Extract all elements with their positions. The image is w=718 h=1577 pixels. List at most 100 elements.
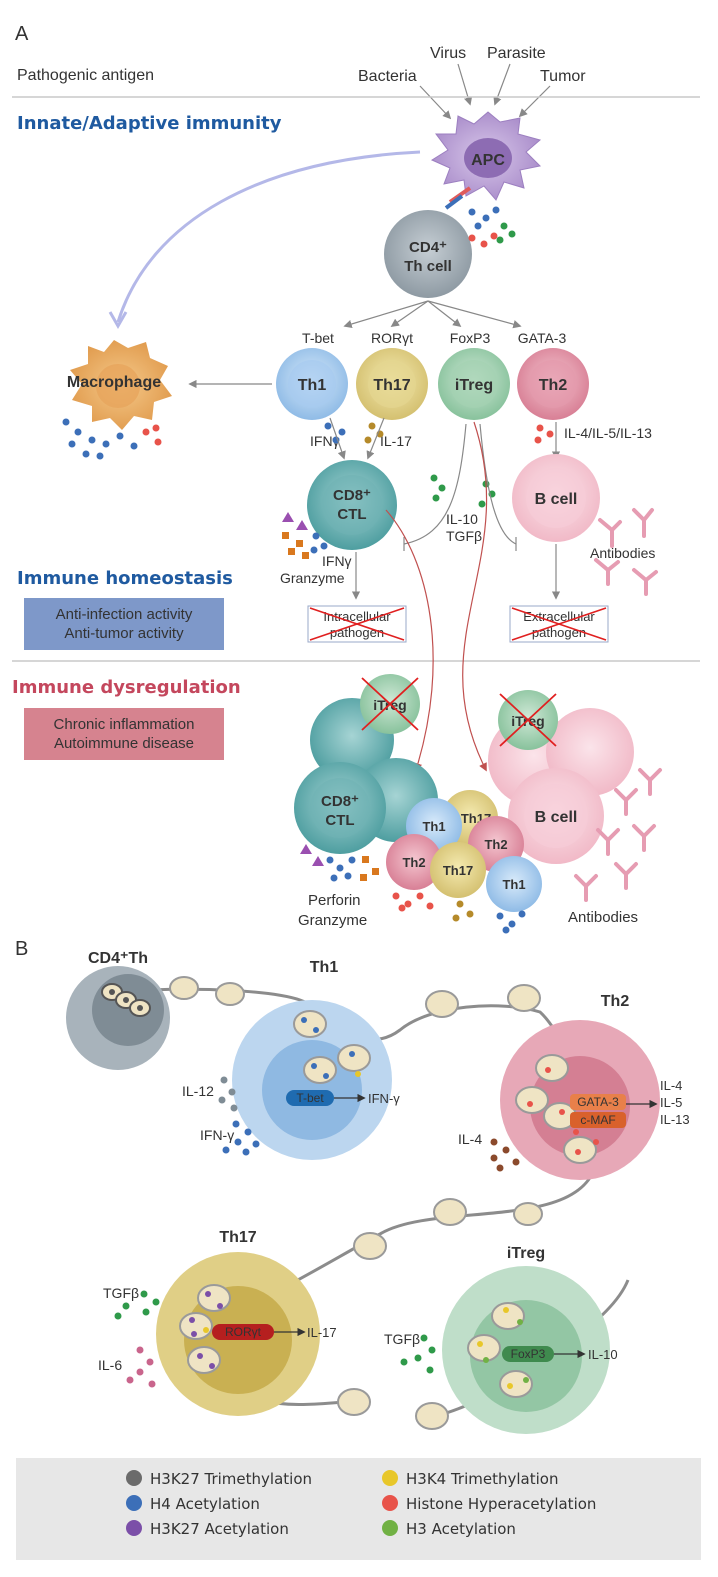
innate-adaptive-heading: Innate/Adaptive immunity (17, 113, 282, 134)
th2-input-dots (490, 1138, 520, 1172)
svg-text:Macrophage: Macrophage (67, 374, 161, 391)
tf-rorgt: RORγt (371, 330, 413, 346)
th-to-effector-arrows (329, 417, 561, 460)
itreg-cell: iTreg (438, 348, 510, 420)
svg-text:IL-13: IL-13 (660, 1112, 690, 1127)
svg-text:CTL: CTL (337, 506, 366, 523)
legend-swatch (382, 1519, 398, 1536)
svg-text:Th2: Th2 (539, 377, 568, 394)
legend-label: H3K27 Acetylation (150, 1520, 289, 1538)
svg-text:Th17: Th17 (373, 377, 410, 394)
itreg-inhibit-cd8 (403, 423, 467, 545)
il17-label: IL-17 (380, 433, 412, 449)
svg-text:Th17: Th17 (443, 863, 473, 878)
itreg-crossed-left: iTreg (360, 674, 420, 734)
dysregulation-box (24, 708, 224, 760)
th17-input-dots (114, 1290, 160, 1388)
svg-text:IL-10: IL-10 (588, 1347, 618, 1362)
th-cytokine-dots (324, 422, 554, 508)
tgfb-label: TGFβ (446, 528, 482, 544)
itreg-crossed-right: iTreg (498, 690, 558, 750)
th1-cell-b: Th1 T-bet IFN-γ (232, 959, 400, 1160)
apc-cytokine-dots (468, 206, 516, 248)
svg-text:Th2: Th2 (601, 993, 630, 1010)
svg-text:Th2: Th2 (402, 855, 425, 870)
panel-b-label: B (15, 938, 28, 960)
itreg-tgfb-label: TGFβ (384, 1331, 420, 1347)
legend-swatch (126, 1519, 142, 1536)
th1-input-dots (218, 1076, 260, 1156)
svg-text:Intracellular: Intracellular (323, 609, 391, 624)
svg-text:Chronic inflammation: Chronic inflammation (54, 716, 195, 733)
antibodies-glyphs (594, 508, 658, 596)
th17-cell: Th17 (356, 348, 428, 420)
homeostasis-box (24, 598, 224, 650)
cd4-th-cell: CD4⁺ Th cell (384, 210, 472, 298)
dysreg-arrow-right (462, 421, 488, 772)
cd8-granzyme-label: Granzyme (280, 570, 345, 586)
svg-text:iTreg: iTreg (507, 1245, 545, 1262)
tf-foxp3: FoxP3 (450, 330, 491, 346)
il4513-label: IL-4/IL-5/IL-13 (564, 425, 652, 441)
svg-text:IL-4: IL-4 (660, 1078, 682, 1093)
th2-cell: Th2 (517, 348, 589, 420)
legend-swatch (126, 1494, 142, 1511)
intracellular-pathogen-box: Intracellular pathogen (307, 605, 407, 643)
cd8-granule-glyphs (282, 512, 328, 559)
svg-text:B cell: B cell (535, 491, 578, 508)
cd8-ifng-label: IFNγ (322, 553, 352, 569)
legend-item: H4 Acetylation (126, 1493, 260, 1515)
svg-text:Autoimmune disease: Autoimmune disease (54, 735, 194, 752)
svg-text:IL-17: IL-17 (307, 1325, 337, 1340)
th1-il12-label: IL-12 (182, 1083, 214, 1099)
extracellular-pathogen-box: Extracellular pathogen (509, 605, 609, 643)
svg-text:RORγt: RORγt (225, 1325, 262, 1339)
svg-text:FoxP3: FoxP3 (511, 1347, 546, 1361)
legend-item: H3 Acetylation (382, 1518, 516, 1540)
svg-text:T-bet: T-bet (296, 1091, 324, 1105)
homeostasis-heading: Immune homeostasis (17, 568, 233, 589)
nucleosomes-free (169, 976, 543, 1430)
svg-text:Anti-infection activity: Anti-infection activity (56, 606, 193, 623)
svg-text:APC: APC (471, 152, 505, 169)
th17-tgfb-label: TGFβ (103, 1285, 139, 1301)
svg-text:pathogen: pathogen (532, 625, 586, 640)
svg-text:CD8⁺: CD8⁺ (333, 487, 371, 504)
th2-cell-b: Th2 GATA-3 c-MAF IL-4 IL-5 IL-13 (500, 993, 690, 1180)
dysreg-arrow-left (385, 509, 434, 772)
svg-text:Anti-tumor activity: Anti-tumor activity (64, 625, 184, 642)
svg-text:CD4⁺Th: CD4⁺Th (88, 950, 148, 967)
panel-a-label: A (15, 23, 29, 45)
granzyme-label-2: Granzyme (298, 912, 367, 929)
il10-label: IL-10 (446, 511, 478, 527)
legend-swatch (382, 1494, 398, 1511)
svg-text:IL-5: IL-5 (660, 1095, 682, 1110)
b-cell: B cell (512, 454, 600, 542)
legend-label: H3 Acetylation (406, 1520, 516, 1538)
svg-text:IFN-γ: IFN-γ (368, 1091, 400, 1106)
th2-il4-label: IL-4 (458, 1131, 482, 1147)
antibodies-label: Antibodies (590, 545, 655, 561)
dysregulation-heading: Immune dysregulation (12, 677, 241, 698)
apc-to-macrophage-arrow (116, 150, 421, 323)
legend-box: H3K27 Trimethylation H3K4 Trimethylation… (16, 1458, 701, 1560)
tf-tbet: T-bet (302, 330, 334, 346)
legend-label: H3K4 Trimethylation (406, 1470, 559, 1488)
macrophage-cell: Macrophage (67, 340, 172, 430)
svg-text:c-MAF: c-MAF (580, 1113, 615, 1127)
legend-item: Histone Hyperacetylation (382, 1493, 596, 1515)
legend-label: H3K27 Trimethylation (150, 1470, 313, 1488)
macrophage-cytokine-dots (62, 418, 162, 460)
cd4th-cell-b: CD4⁺Th (66, 950, 170, 1070)
parasite-label: Parasite (487, 45, 546, 62)
itreg-input-dots (400, 1334, 436, 1374)
bacteria-label: Bacteria (358, 68, 417, 85)
svg-text:Th2: Th2 (484, 837, 507, 852)
svg-text:B cell: B cell (535, 809, 578, 826)
tumor-label: Tumor (540, 68, 586, 85)
itreg-cell-b: iTreg FoxP3 IL-10 (442, 1245, 618, 1434)
svg-text:Th cell: Th cell (404, 258, 452, 275)
itreg-inhibit-bcell (479, 423, 517, 545)
differentiation-branches (343, 300, 522, 329)
perforin-label: Perforin (308, 892, 361, 909)
